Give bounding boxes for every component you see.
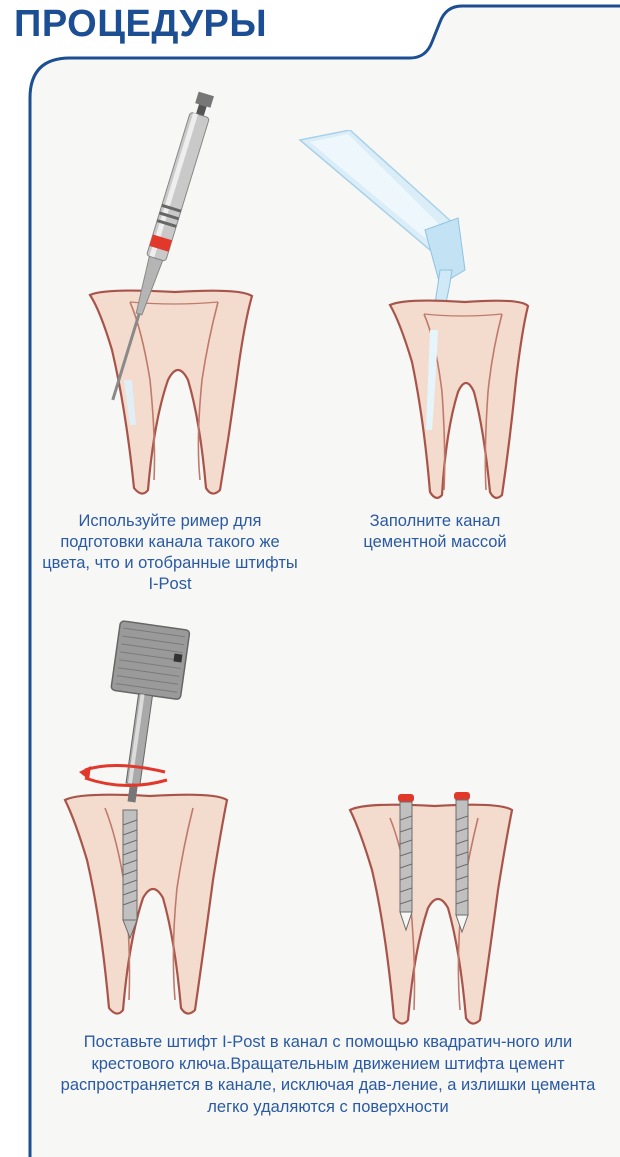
tooth-3 bbox=[65, 795, 227, 1014]
reamer-illustration bbox=[70, 80, 280, 500]
rotation-arrow bbox=[79, 765, 167, 785]
post-driver-key bbox=[96, 621, 190, 807]
page-title: ПРОЦЕДУРЫ bbox=[14, 0, 267, 48]
post-in-canal bbox=[123, 810, 137, 938]
tooth-4 bbox=[350, 805, 512, 1024]
driver-illustration bbox=[55, 620, 255, 1020]
post-in-canal-left bbox=[398, 794, 414, 930]
caption-step-1: Используйте ример для подготовки канала … bbox=[40, 511, 300, 595]
caption-step-2: Заполните канал цементной массой bbox=[360, 511, 510, 553]
post-in-canal-right bbox=[454, 792, 470, 932]
seated-posts-illustration bbox=[340, 780, 540, 1030]
cement-illustration bbox=[290, 130, 530, 500]
caption-step-3: Поставьте штифт I-Post в канал с помощью… bbox=[48, 1032, 608, 1118]
tooth-2 bbox=[390, 301, 528, 498]
